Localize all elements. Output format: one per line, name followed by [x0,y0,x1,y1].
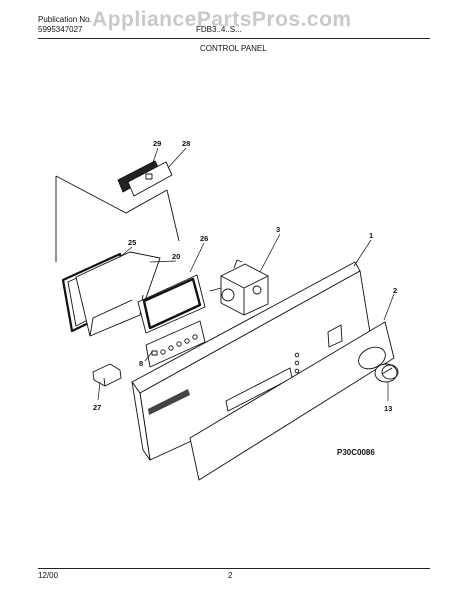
control-panel [131,261,375,461]
display-module [117,160,173,197]
watermark-logo: AppliancePartsPros.com [92,8,352,31]
callout-3: 3 [276,225,280,234]
header-rule [38,38,430,39]
callout-26: 26 [200,234,208,243]
publication-label: Publication No. [38,15,92,24]
callout-8: 8 [139,359,143,368]
model-number: FDB3..4..S... [196,25,242,34]
overlay-panel [189,321,395,481]
callout-13: 13 [384,404,392,413]
callout-29: 29 [153,139,161,148]
callout-27: 27 [93,403,101,412]
footer-rule [38,568,430,569]
leader-lines [97,147,395,401]
connector [92,363,122,387]
page-number: 2 [228,571,233,580]
callout-1: 1 [369,231,373,240]
housing [75,251,161,337]
callout-2: 2 [393,286,397,295]
window-frame [137,274,206,334]
callout-25: 25 [128,238,136,247]
callout-28: 28 [182,139,190,148]
switch-board [145,320,206,368]
timer-motor [209,259,269,316]
callout-20: 20 [172,252,180,261]
publication-number: 5995347027 [38,25,83,34]
knob [374,363,399,383]
diagram-code: P30C0086 [337,448,375,457]
section-title: CONTROL PANEL [200,44,267,53]
footer-date: 12/00 [38,571,59,580]
